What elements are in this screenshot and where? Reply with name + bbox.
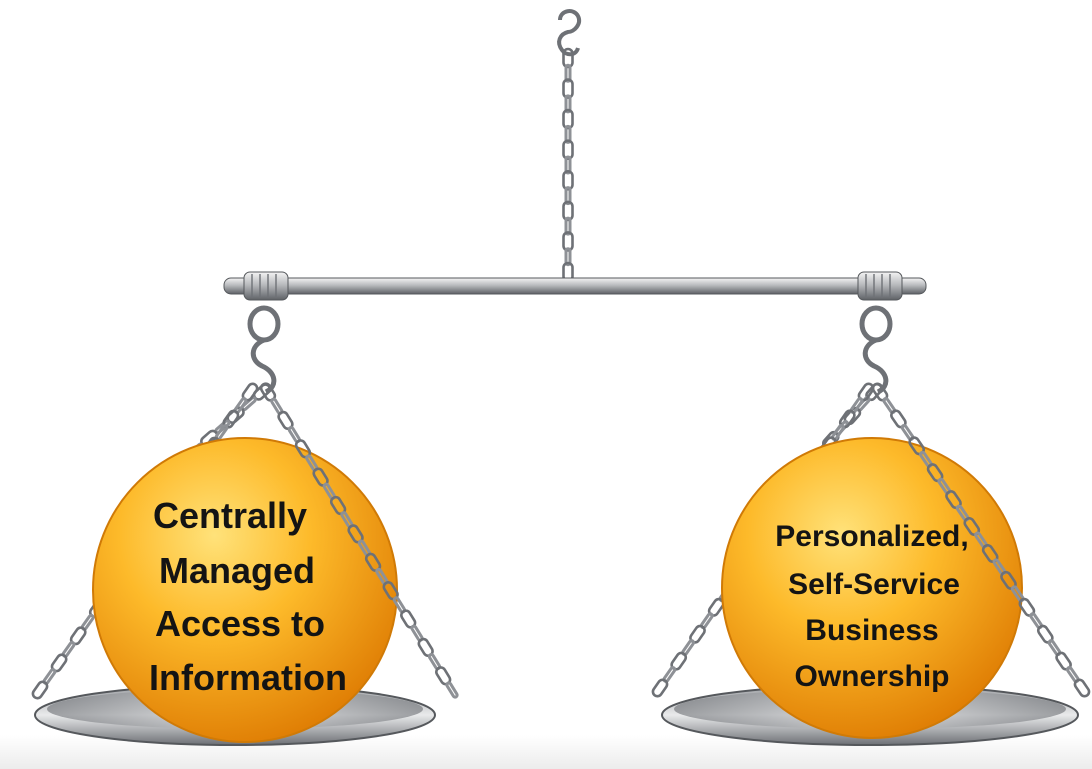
chain-link: [1073, 678, 1091, 698]
chain-link: [562, 47, 574, 69]
center-chain: [562, 47, 574, 283]
left-ball-label-line-4: Information: [149, 657, 347, 698]
chain-link: [564, 216, 572, 236]
right-ball-label-line-3: Business: [805, 614, 938, 647]
chain-link: [562, 170, 574, 191]
left-hook-icon: [247, 305, 281, 395]
right-ball: Personalized, Self-Service Business Owne…: [721, 437, 1023, 739]
top-hook-icon: [557, 9, 581, 57]
right-ball-label-line-1: Personalized,: [775, 520, 968, 553]
left-ball: Centrally Managed Access to Information: [92, 437, 398, 743]
front-chains: [259, 382, 1091, 699]
chain-link: [564, 63, 572, 83]
balance-beam: [223, 271, 927, 301]
chain-link: [31, 680, 49, 700]
chain-link: [651, 678, 669, 698]
chain-link: [562, 139, 574, 160]
chain-link: [564, 124, 572, 144]
chain-link: [564, 186, 572, 206]
chain-link: [564, 247, 572, 267]
left-ball-label-line-1: Centrally: [153, 495, 307, 536]
right-ball-label-line-4: Ownership: [794, 660, 949, 693]
chain-link: [562, 78, 574, 99]
chain-link: [562, 231, 574, 252]
left-ball-label-line-2: Managed: [159, 550, 315, 591]
chain-link: [562, 108, 574, 130]
right-ball-label-line-2: Self-Service: [788, 568, 960, 601]
chain-link: [562, 200, 574, 222]
chain-link: [564, 155, 572, 175]
left-ball-label-line-3: Access to: [155, 603, 325, 644]
right-hook-icon: [859, 305, 893, 395]
chain-link: [445, 681, 459, 699]
chain-link: [564, 94, 572, 114]
